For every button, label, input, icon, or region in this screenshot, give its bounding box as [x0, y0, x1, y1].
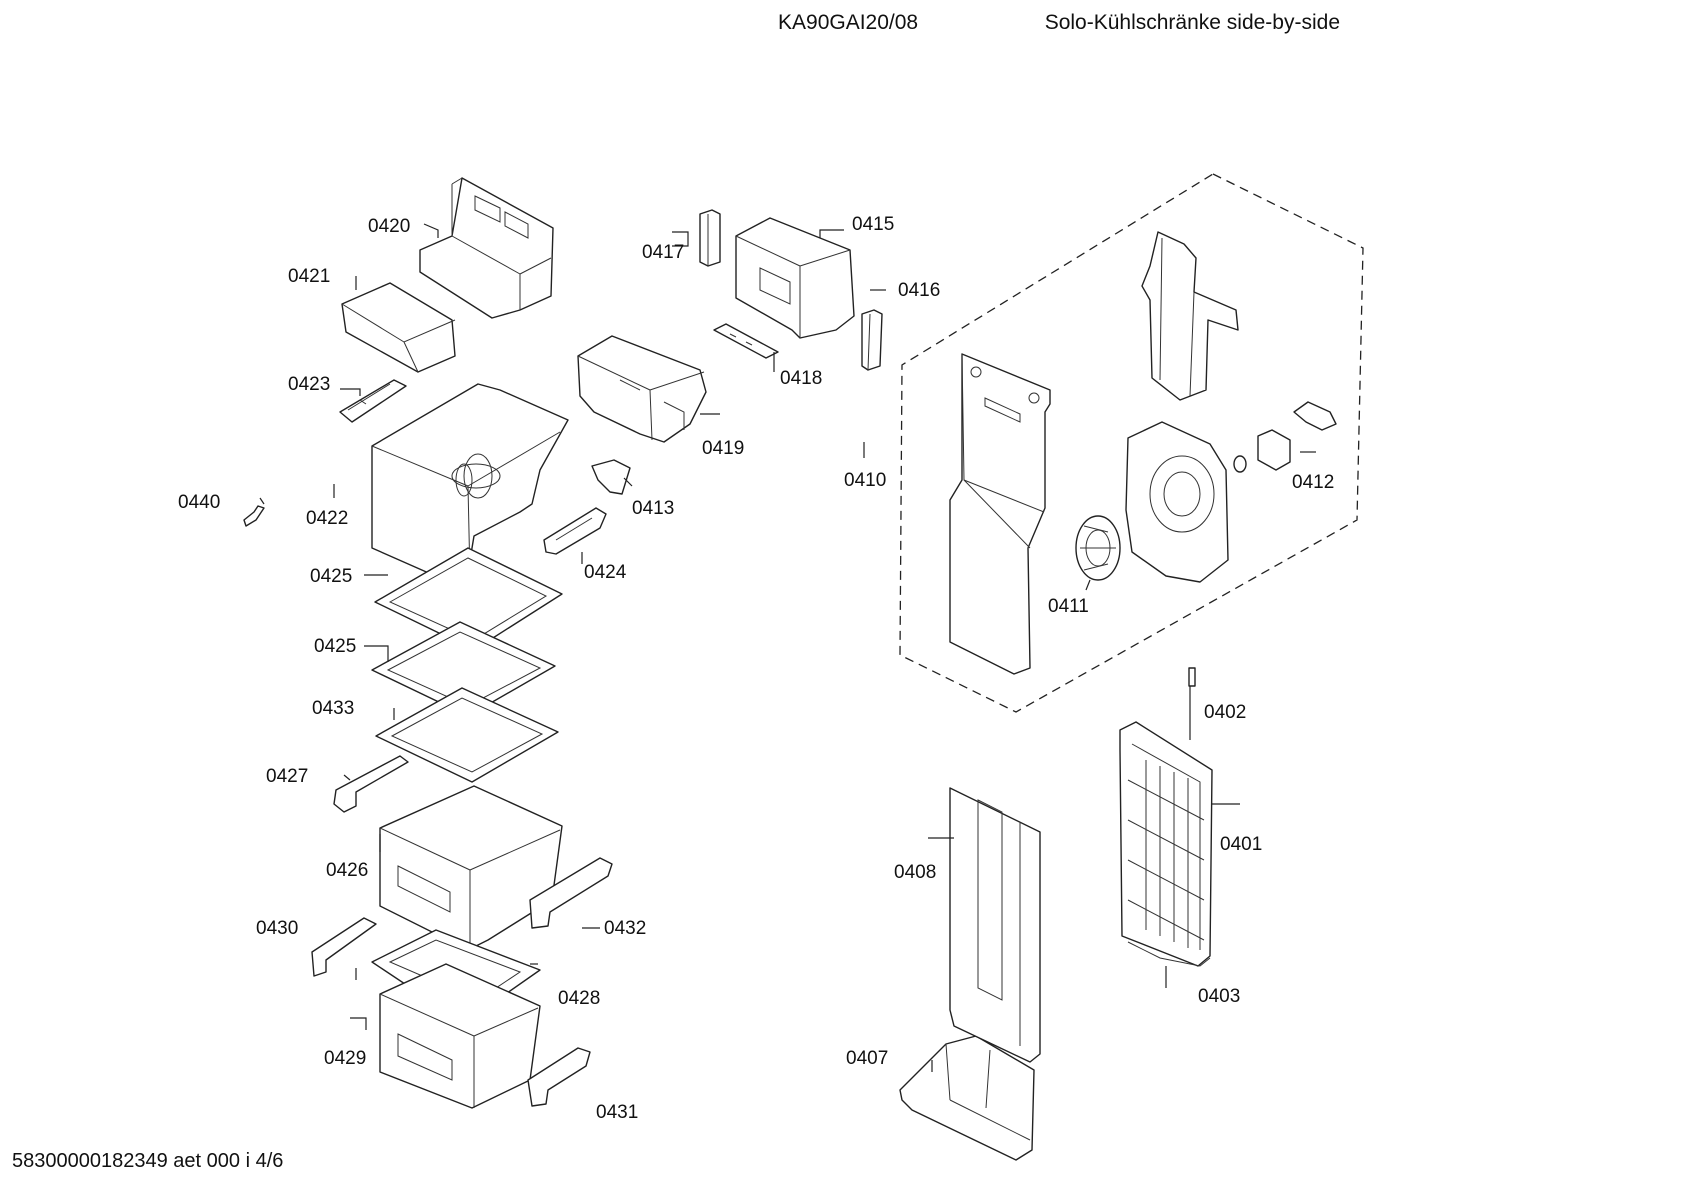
- label-0408: 0408: [894, 862, 936, 883]
- part-0410-housing: [1125, 421, 1229, 583]
- model-number: KA90GAI20/08: [778, 11, 919, 34]
- part-labels: 0420 0421 0423 0440 0422 0425 0425 0433 …: [178, 214, 1334, 1123]
- label-0429: 0429: [324, 1048, 366, 1069]
- label-0419: 0419: [702, 438, 744, 459]
- label-0418: 0418: [780, 368, 822, 389]
- label-0416: 0416: [898, 280, 940, 301]
- part-0420: [419, 177, 554, 319]
- part-0427: [333, 755, 409, 813]
- label-0420: 0420: [368, 216, 410, 237]
- part-0413: [591, 459, 631, 495]
- label-0424: 0424: [584, 562, 627, 583]
- part-0432: [529, 857, 613, 929]
- part-0430: [311, 917, 377, 977]
- label-0402: 0402: [1204, 702, 1246, 723]
- label-0421: 0421: [288, 266, 330, 287]
- part-0412: [1233, 401, 1337, 473]
- part-0407: [899, 1035, 1035, 1161]
- part-0417: [699, 209, 721, 267]
- part-0403: [1127, 941, 1211, 967]
- part-0410-bracket: [1141, 231, 1239, 401]
- label-0411: 0411: [1048, 596, 1089, 617]
- label-0426: 0426: [326, 860, 368, 881]
- document-id: 58300000182349 aet 000 i 4/6: [12, 1150, 284, 1172]
- part-0421: [341, 282, 456, 373]
- part-0419: [577, 335, 707, 443]
- part-0422: [371, 383, 569, 579]
- label-0413: 0413: [632, 498, 674, 519]
- part-0440: [243, 497, 265, 527]
- label-0403: 0403: [1198, 986, 1240, 1007]
- label-0433: 0433: [312, 698, 354, 719]
- label-0431: 0431: [596, 1102, 638, 1123]
- part-0416: [861, 309, 883, 371]
- leader-lines: [333, 223, 1316, 1072]
- part-0423: [339, 379, 407, 423]
- part-0411: [1075, 515, 1121, 581]
- label-0427: 0427: [266, 766, 308, 787]
- label-0428: 0428: [558, 988, 600, 1009]
- label-0425-upper: 0425: [310, 566, 352, 587]
- label-0407: 0407: [846, 1048, 888, 1069]
- part-0408: [949, 787, 1041, 1063]
- label-0422: 0422: [306, 508, 348, 529]
- label-0440: 0440: [178, 492, 220, 513]
- part-0415: [735, 217, 855, 339]
- part-0425b: [371, 621, 556, 717]
- diagram-title: Solo-Kühlschränke side-by-side: [1044, 11, 1340, 34]
- assembly-boundary-0410: [899, 173, 1364, 713]
- label-0432: 0432: [604, 918, 646, 939]
- label-0417: 0417: [642, 242, 684, 263]
- label-0423: 0423: [288, 374, 330, 395]
- part-0402: [1188, 667, 1196, 687]
- label-0415: 0415: [852, 214, 894, 235]
- part-0410: [949, 353, 1051, 675]
- part-0431: [527, 1047, 591, 1107]
- part-0433: [375, 687, 559, 783]
- label-0430: 0430: [256, 918, 298, 939]
- part-0401: [1119, 721, 1213, 967]
- part-0424: [543, 507, 607, 555]
- label-0425-lower: 0425: [314, 636, 356, 657]
- label-0410: 0410: [844, 470, 886, 491]
- part-0426: [379, 785, 563, 951]
- label-0412: 0412: [1292, 472, 1334, 493]
- part-0418: [713, 323, 779, 359]
- label-0401: 0401: [1220, 834, 1262, 855]
